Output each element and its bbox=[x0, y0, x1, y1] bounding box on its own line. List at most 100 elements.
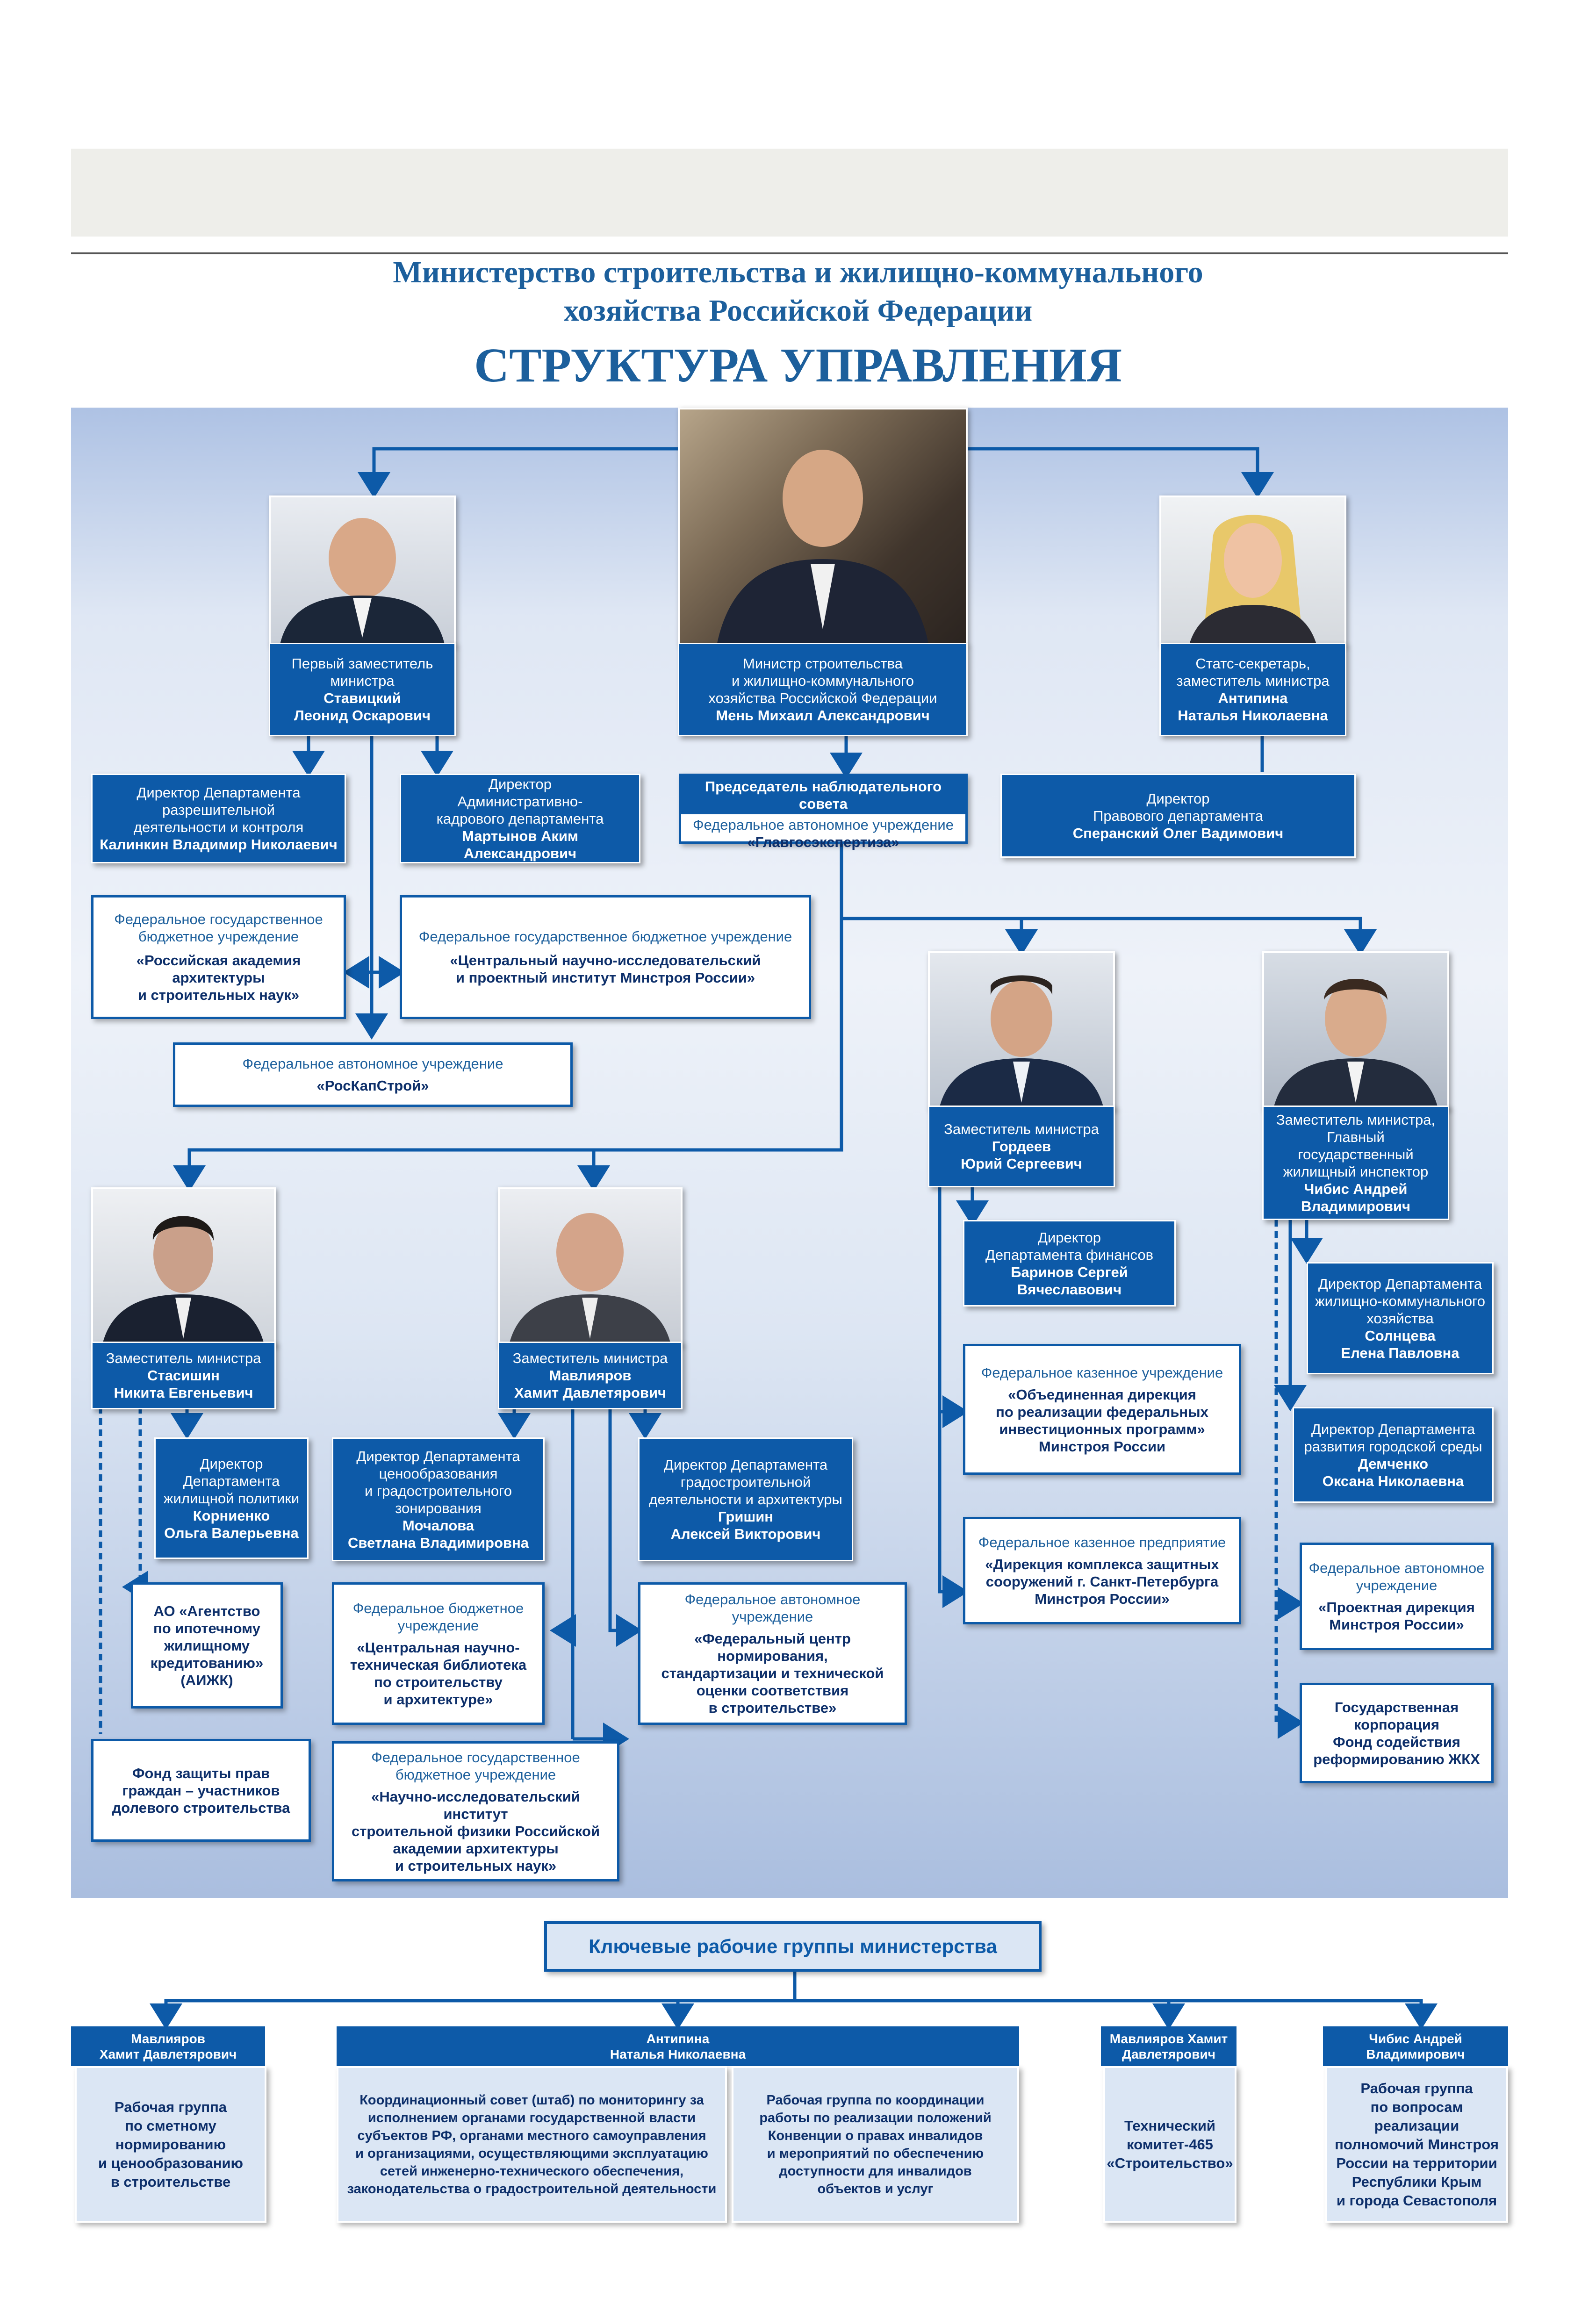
raasn-box: Федеральное государственное бюджетное уч… bbox=[91, 895, 346, 1019]
wg4-item: Рабочая группа по вопросам реализации по… bbox=[1325, 2066, 1508, 2223]
fcs-name: «Федеральный центр нормирования, стандар… bbox=[661, 1630, 884, 1716]
dep-urban-box: Директор Департамента развития городской… bbox=[1293, 1407, 1494, 1503]
person-silhouette-icon bbox=[509, 1213, 671, 1344]
chibis-name: Чибис Андрей Владимирович bbox=[1301, 1180, 1411, 1214]
stasishin-photo bbox=[91, 1187, 276, 1346]
roskapstroy-name: «РосКапСтрой» bbox=[316, 1077, 429, 1094]
mavliyarov-name: Мавлияров Хамит Давлетярович bbox=[514, 1367, 667, 1401]
header-rule bbox=[71, 252, 1508, 254]
line-trunk bbox=[173, 841, 843, 1192]
raasn-role: Федеральное государственное бюджетное уч… bbox=[114, 911, 323, 945]
dep-admin-role: Директор Административно- кадрового депа… bbox=[436, 775, 604, 827]
dep-permit-role: Директор Департамента разрешительной дея… bbox=[133, 784, 304, 835]
state-secretary-role: Статс-секретарь, заместитель министра bbox=[1176, 655, 1330, 689]
wg1-item: Рабочая группа по сметному нормированию … bbox=[75, 2066, 266, 2223]
odfip-name: «Объединенная дирекция по реализации фед… bbox=[996, 1386, 1208, 1455]
niisf-box: Федеральное государственное бюджетное уч… bbox=[332, 1741, 619, 1881]
fund-shareholders-name: Фонд защиты прав граждан – участников до… bbox=[112, 1765, 290, 1816]
stasishin-name: Стасишин Никита Евгеньевич bbox=[114, 1367, 253, 1401]
page-title: СТРУКТУРА УПРАВЛЕНИЯ bbox=[474, 338, 1122, 392]
dkzs-name: «Дирекция комплекса защитных сооружений … bbox=[985, 1556, 1219, 1607]
dkzs-box: Федеральное казенное предприятие «Дирекц… bbox=[963, 1517, 1241, 1624]
fund-shareholders-box: Фонд защиты прав граждан – участников до… bbox=[91, 1739, 311, 1842]
person-silhouette-icon bbox=[939, 975, 1104, 1108]
line-mav-fcs bbox=[608, 1407, 642, 1647]
line-minister-first-deputy bbox=[358, 447, 678, 498]
state-secretary-photo bbox=[1159, 495, 1346, 646]
aizhk-name: АО «Агентство по ипотечному жилищному кр… bbox=[150, 1602, 264, 1688]
line-trunk-right bbox=[841, 917, 1377, 955]
glavgos-name: «Главгосэкспертиза» bbox=[747, 834, 899, 850]
gordeev-role: Заместитель министра bbox=[944, 1121, 1099, 1137]
dep-permit-box: Директор Департамента разрешительной дея… bbox=[91, 774, 346, 863]
state-secretary-box: Статс-секретарь, заместитель министра Ан… bbox=[1159, 643, 1346, 736]
dep-permit-name: Калинкин Владимир Николаевич bbox=[100, 836, 338, 853]
mavliyarov-role: Заместитель министра bbox=[512, 1350, 668, 1366]
odfip-box: Федеральное казенное учреждение «Объедин… bbox=[963, 1344, 1241, 1475]
tsniip-box: Федеральное государственное бюджетное уч… bbox=[400, 895, 811, 1019]
dep-urban-name: Демченко Оксана Николаевна bbox=[1322, 1455, 1464, 1489]
library-name: «Центральная научно- техническая библиот… bbox=[350, 1639, 527, 1708]
dep-housing-policy-role: Директор Департамента жилищной политики bbox=[163, 1455, 300, 1507]
dep-finance-box: Директор Департамента финансов Баринов С… bbox=[963, 1220, 1176, 1307]
first-deputy-photo bbox=[269, 495, 456, 646]
dep-housing-box: Директор Департамента жилищно-коммунальн… bbox=[1307, 1262, 1494, 1374]
dkzs-role: Федеральное казенное предприятие bbox=[978, 1534, 1226, 1551]
dep-finance-name: Баринов Сергей Вячеславович bbox=[1011, 1264, 1128, 1298]
odfip-role: Федеральное казенное учреждение bbox=[981, 1364, 1223, 1381]
tsniip-role: Федеральное государственное бюджетное уч… bbox=[418, 928, 792, 945]
gordeev-name: Гордеев Юрий Сергеевич bbox=[961, 1138, 1082, 1172]
chibis-role: Заместитель министра, Главный государств… bbox=[1276, 1111, 1436, 1180]
minister-photo bbox=[678, 408, 968, 645]
fcs-role: Федеральное автономное учреждение bbox=[684, 1591, 861, 1625]
header-band bbox=[71, 149, 1508, 237]
niisf-name: «Научно-исследовательский институт строи… bbox=[351, 1788, 600, 1874]
mavliyarov-box: Заместитель министра Мавлияров Хамит Дав… bbox=[498, 1342, 683, 1409]
dep-housing-policy-box: Директор Департамента жилищной политики … bbox=[154, 1437, 309, 1559]
line-gordeev-branch bbox=[938, 1185, 969, 1608]
mavliyarov-photo bbox=[498, 1187, 683, 1346]
proj-dir-role: Федеральное автономное учреждение bbox=[1308, 1560, 1485, 1594]
wg3-item: Технический комитет-465 «Строительство» bbox=[1103, 2066, 1237, 2223]
ministry-title: Министерство строительства и жилищно-ком… bbox=[393, 255, 1203, 328]
person-silhouette-icon bbox=[280, 518, 445, 644]
wg3-head: Мавлияров Хамит Давлетярович bbox=[1101, 2026, 1237, 2066]
proj-dir-box: Федеральное автономное учреждение «Проек… bbox=[1300, 1543, 1494, 1650]
dep-pricing-name: Мочалова Светлана Владимировна bbox=[347, 1517, 529, 1551]
chibis-photo bbox=[1262, 951, 1449, 1110]
gk-fund-box: Государственная корпорация Фонд содейств… bbox=[1300, 1683, 1494, 1783]
line-wg-right bbox=[795, 1999, 1438, 2030]
dep-housing-role: Директор Департамента жилищно-коммунальн… bbox=[1315, 1275, 1486, 1327]
glavgos-role: Федеральное автономное учреждение bbox=[693, 817, 954, 833]
library-role: Федеральное бюджетное учреждение bbox=[352, 1600, 524, 1634]
dep-pricing-box: Директор Департамента ценообразования и … bbox=[332, 1437, 545, 1561]
raasn-name: «Российская академия архитектуры и строи… bbox=[136, 952, 301, 1003]
dep-pricing-role: Директор Департамента ценообразования и … bbox=[356, 1448, 520, 1516]
wg2-head: Антипина Наталья Николаевна bbox=[337, 2026, 1019, 2066]
wg4-head: Чибис Андрей Владимирович bbox=[1323, 2026, 1508, 2066]
line-stasishin-aizhk bbox=[122, 1407, 148, 1603]
person-silhouette-icon bbox=[717, 450, 928, 643]
line-chibis-gkfund bbox=[1274, 1603, 1304, 1739]
first-deputy-name: Ставицкий Леонид Оскарович bbox=[294, 690, 431, 724]
dep-urban-role: Директор Департамента развития городской… bbox=[1304, 1421, 1482, 1455]
glavgos-box: Председатель наблюдательного совета Феде… bbox=[679, 774, 968, 850]
dep-housing-name: Солнцева Елена Павловна bbox=[1341, 1327, 1459, 1361]
tsniip-name: «Центральный научно-исследовательский и … bbox=[450, 952, 761, 986]
line-minister-secretary bbox=[968, 447, 1274, 498]
dep-urban-arch-name: Гришин Алексей Викторович bbox=[670, 1508, 821, 1542]
first-deputy-role: Первый заместитель министра bbox=[291, 655, 433, 689]
library-box: Федеральное бюджетное учреждение «Центра… bbox=[332, 1582, 545, 1725]
gordeev-photo bbox=[928, 951, 1115, 1110]
person-silhouette-icon bbox=[1273, 979, 1438, 1108]
stasishin-box: Заместитель министра Стасишин Никита Евг… bbox=[91, 1342, 276, 1409]
line-wg-trunk bbox=[150, 1972, 797, 2030]
wg2-item-2: Рабочая группа по координации работы по … bbox=[732, 2066, 1019, 2223]
wg2-item-1: Координационный совет (штаб) по монитори… bbox=[337, 2066, 727, 2223]
dep-urban-arch-box: Директор Департамента градостроительной … bbox=[638, 1437, 853, 1561]
state-secretary-name: Антипина Наталья Николаевна bbox=[1178, 690, 1328, 724]
dep-legal-box: Директор Правового департамента Сперанск… bbox=[1000, 774, 1356, 858]
gordeev-box: Заместитель министра Гордеев Юрий Сергее… bbox=[928, 1106, 1115, 1187]
stasishin-role: Заместитель министра bbox=[106, 1350, 261, 1366]
